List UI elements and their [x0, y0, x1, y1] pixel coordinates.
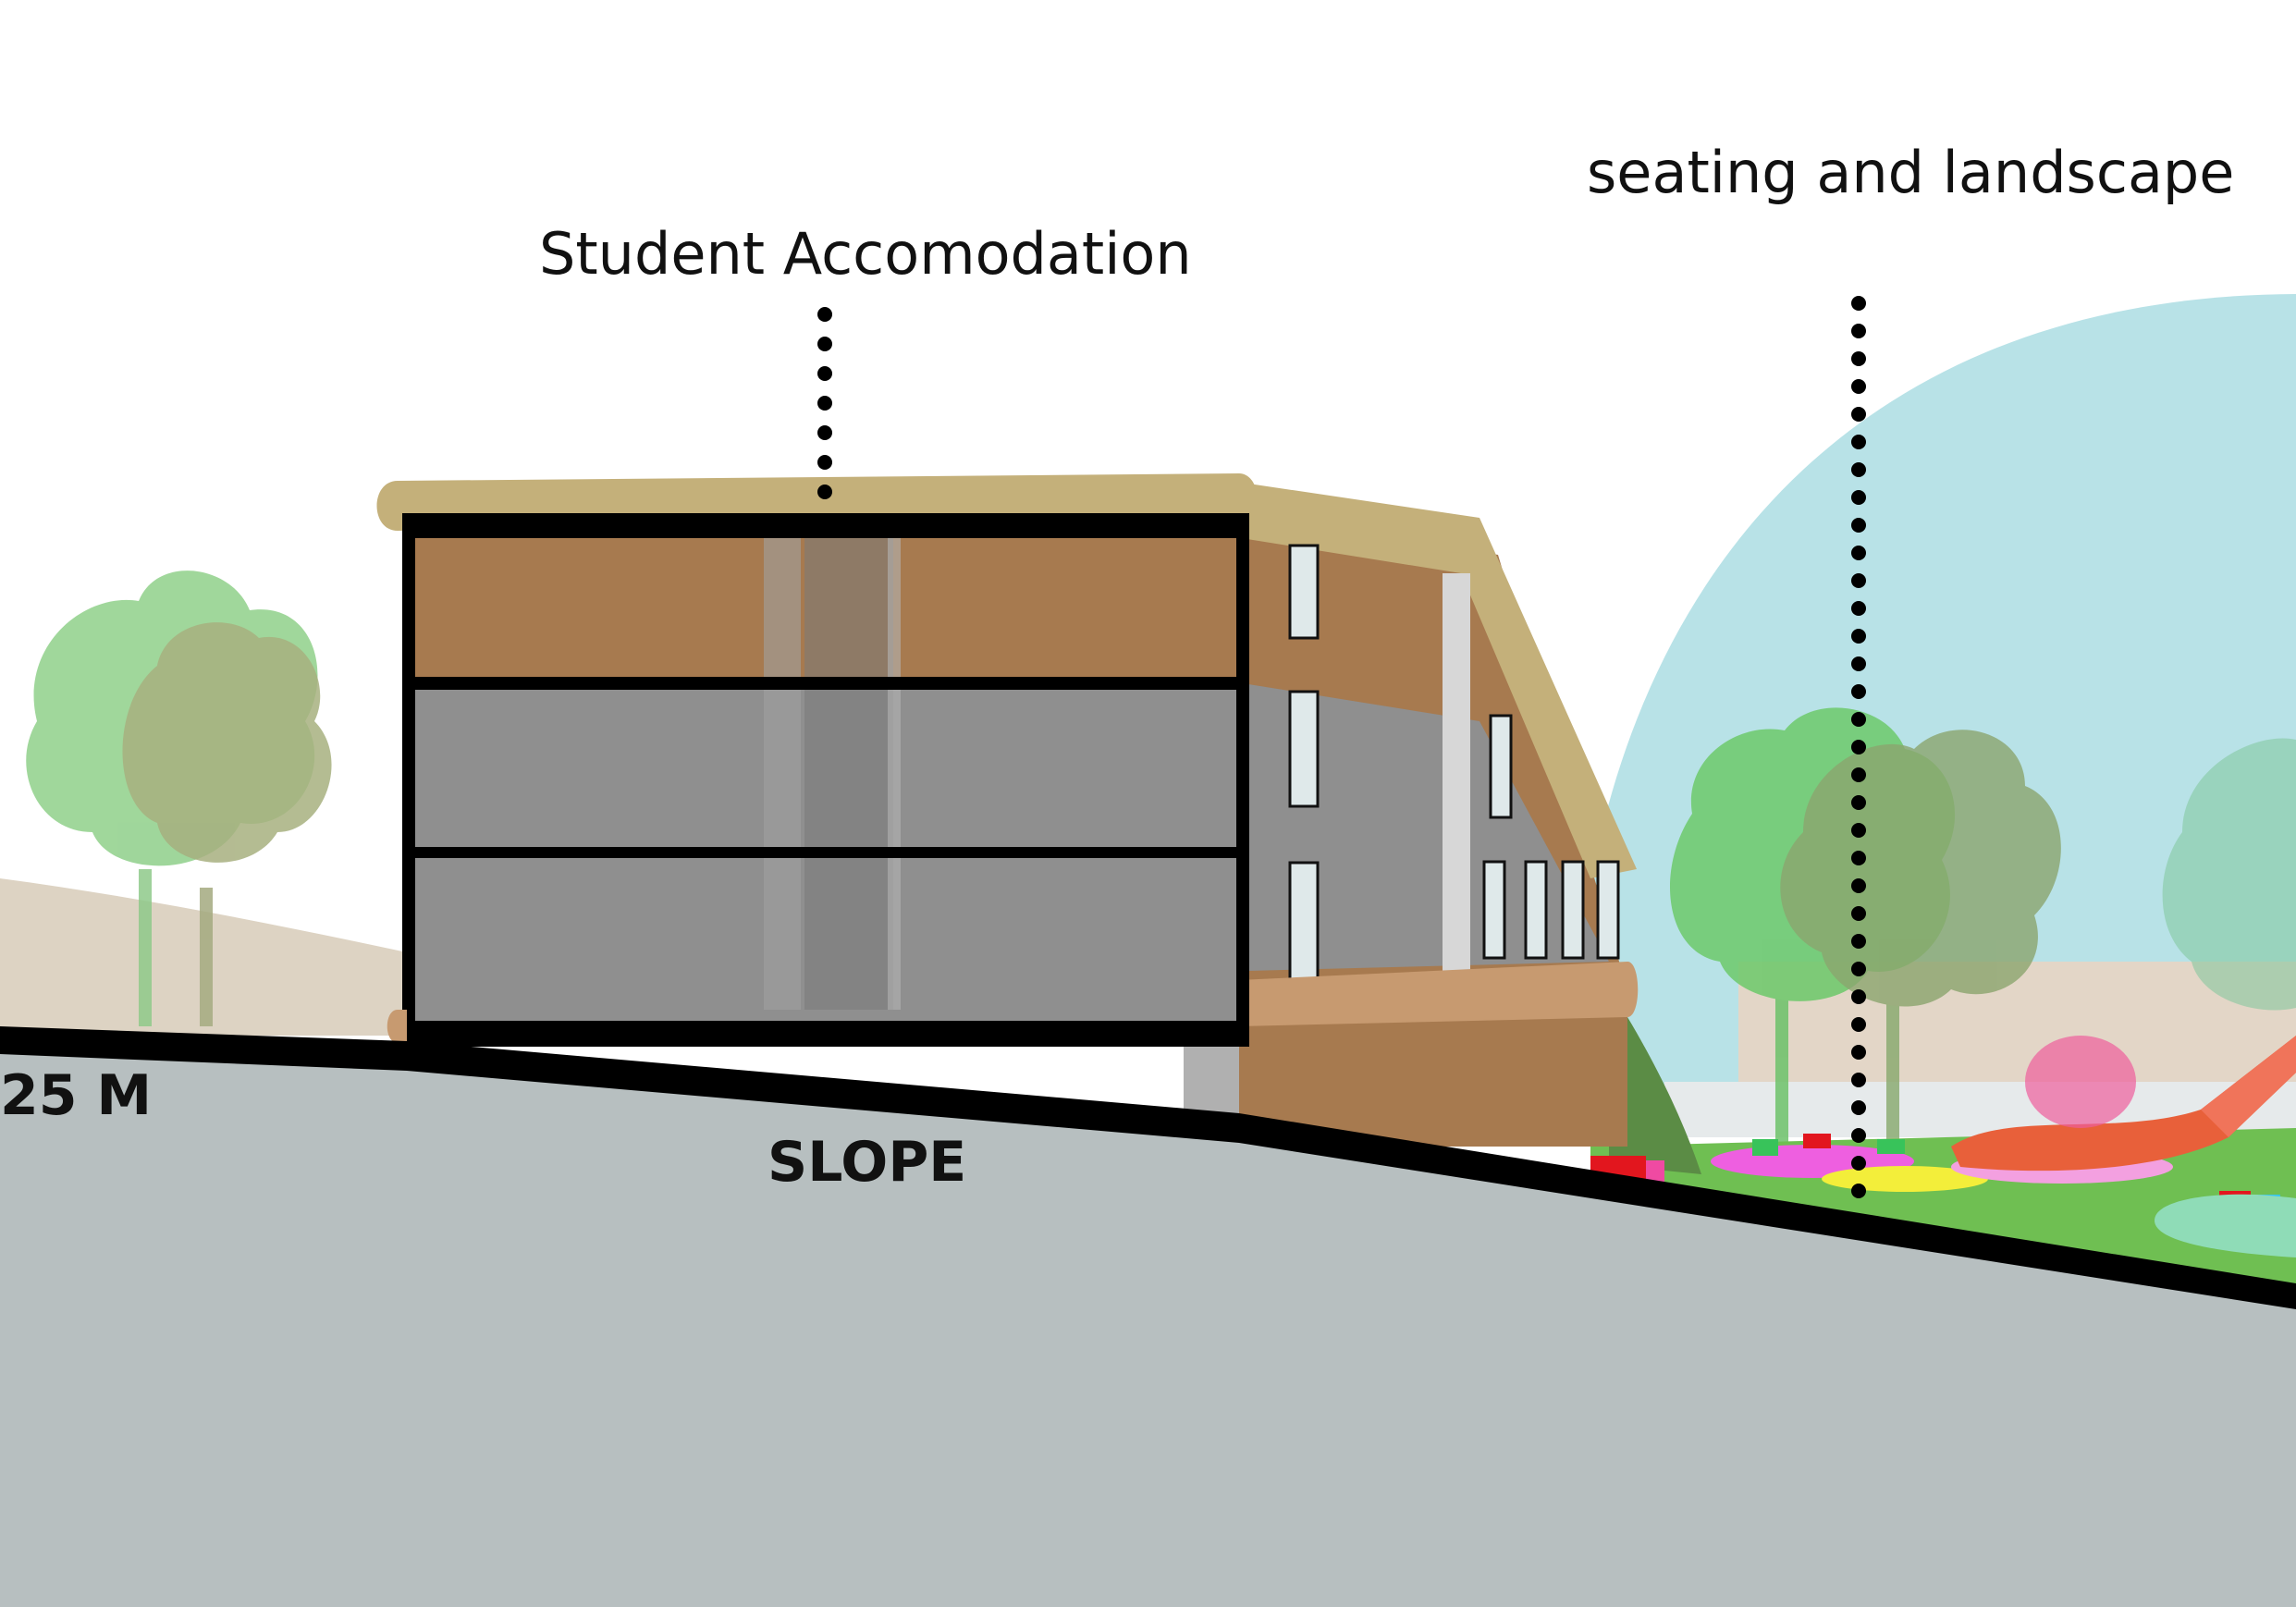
- building-side-glazing-grey: [1248, 684, 1609, 971]
- window: [1288, 861, 1320, 985]
- roof-edge-side: [1230, 481, 1637, 878]
- student-accommodation-label: Student Accomodation: [539, 220, 1192, 288]
- seat-block: [1646, 1160, 1664, 1184]
- play-ring: [2155, 1194, 2296, 1257]
- core-column: [888, 538, 901, 1010]
- seat-block: [1752, 1139, 1778, 1156]
- seating-landscape-label: seating and landscape: [1587, 139, 2235, 206]
- slope-label: SLOPE: [767, 1130, 967, 1195]
- tree-icon: [1780, 730, 2061, 1147]
- level-label: 25 M: [0, 1063, 153, 1128]
- lower-ledge: [387, 1010, 407, 1043]
- core-column: [764, 538, 801, 1010]
- slide-icon: [2201, 1036, 2296, 1137]
- window: [1288, 690, 1320, 808]
- callout-leader-seating: [1851, 296, 1866, 1198]
- tree-icon: [2162, 738, 2296, 1011]
- lower-roof-edge: [1239, 962, 1639, 1026]
- window: [1489, 714, 1513, 819]
- core-shaft: [804, 538, 893, 1010]
- floor-slab: [402, 677, 1249, 690]
- play-blob-pink: [2025, 1036, 2136, 1128]
- ground-line: [0, 1026, 2296, 1309]
- window: [1596, 860, 1620, 960]
- side-fins: [1443, 573, 1470, 971]
- seat-block: [1877, 1139, 1905, 1154]
- tree-icon: [122, 622, 332, 1026]
- floor-slab: [402, 1021, 1249, 1047]
- window: [1524, 860, 1548, 960]
- roof-slab: [402, 514, 1249, 538]
- window: [1561, 860, 1585, 960]
- floor-slab: [402, 847, 1249, 858]
- slide-icon: [1951, 1036, 2296, 1172]
- seat-block: [1803, 1134, 1831, 1148]
- landscape-embankment: [1609, 1017, 1701, 1174]
- window: [1288, 544, 1320, 640]
- ground-section: [0, 1026, 2296, 1607]
- window: [1482, 860, 1506, 960]
- callout-leader-student: [817, 307, 832, 499]
